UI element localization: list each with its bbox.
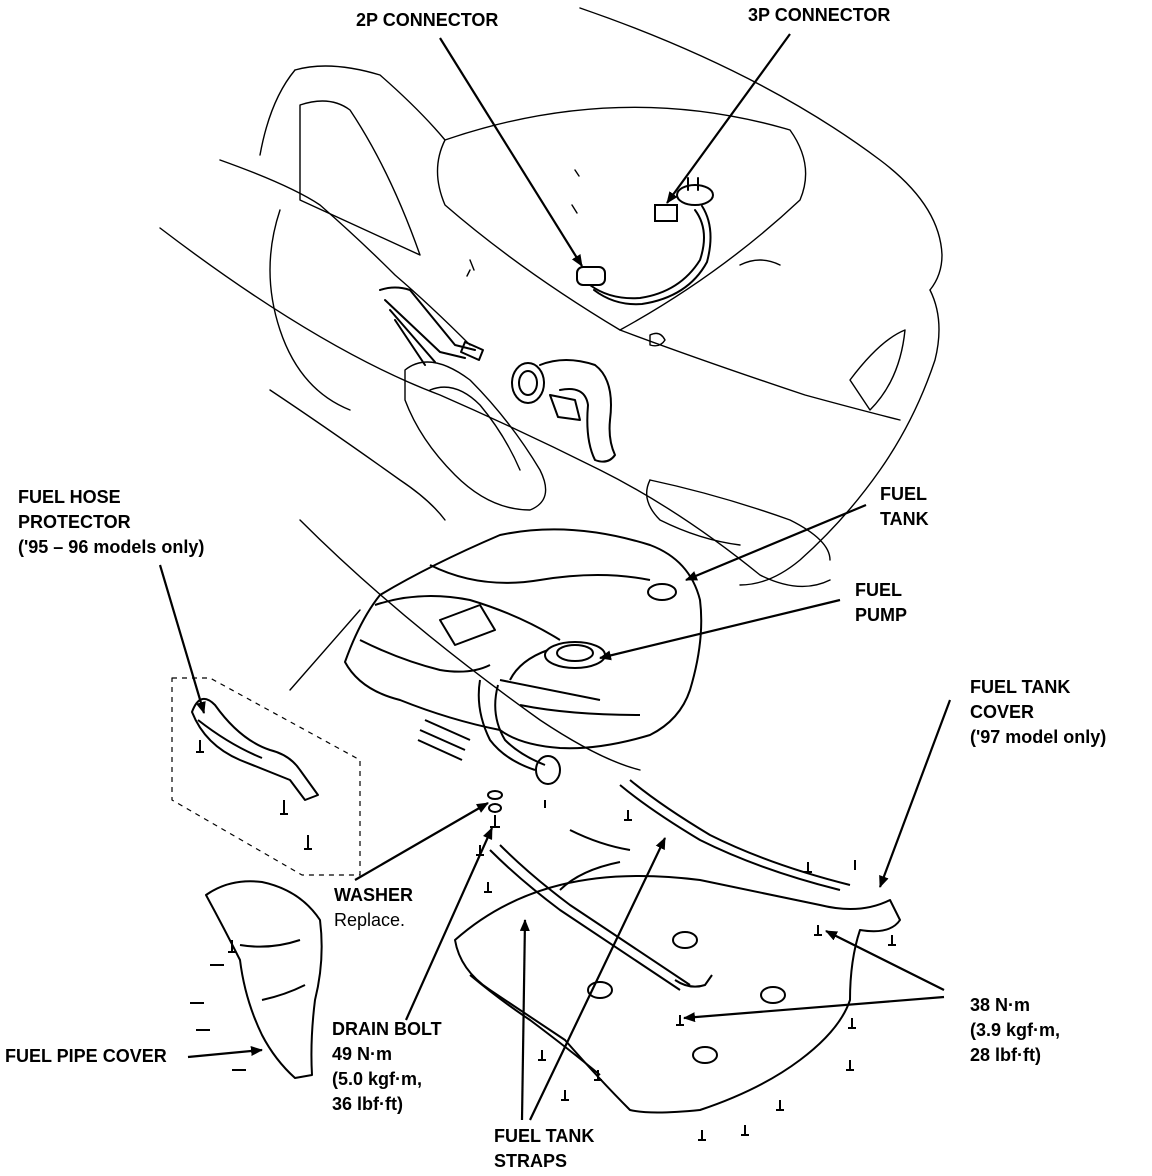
label-fuel-tank-cover: FUEL TANK COVER ('97 model only) xyxy=(970,677,1107,747)
car-body xyxy=(159,7,943,771)
label-washer: WASHER Replace. xyxy=(334,883,413,933)
label-3p-connector: 3P CONNECTOR xyxy=(748,5,891,25)
label-fuel-pump: FUEL PUMP xyxy=(855,580,908,625)
arrow-fuel-pipe-cover xyxy=(187,1046,263,1059)
bolts xyxy=(476,790,896,1141)
arrow-fuel-hose-protector xyxy=(158,564,206,714)
arrow-strap-left xyxy=(519,919,530,1121)
arrow-3p-connector xyxy=(666,33,791,204)
label-fuel-tank: FUEL TANK xyxy=(880,484,929,529)
fuel-pipe-cover xyxy=(190,880,323,1079)
label-fuel-hose-protector: FUEL HOSE PROTECTOR ('95 – 96 models onl… xyxy=(18,487,205,557)
arrow-washer xyxy=(354,802,489,881)
arrow-torque-lower xyxy=(683,995,945,1023)
arrow-fuel-pump xyxy=(599,598,841,661)
arrow-fuel-tank-cover xyxy=(878,699,952,888)
filler-neck-assembly xyxy=(379,286,616,463)
washer-note: Replace. xyxy=(334,910,406,930)
fuel-hose-protector xyxy=(171,677,361,876)
label-2p-connector: 2P CONNECTOR xyxy=(356,10,499,30)
fuel-tank xyxy=(344,528,703,785)
arrow-torque-upper xyxy=(825,930,945,991)
label-fuel-pipe-cover: FUEL PIPE COVER xyxy=(5,1046,167,1066)
arrow-fuel-tank xyxy=(685,503,867,582)
leader-arrows xyxy=(158,33,952,1121)
arrow-drain-bolt xyxy=(404,827,494,1021)
label-torque-38nm: 38 N·m (3.9 kgf·m, 28 lbf·ft) xyxy=(970,995,1061,1065)
label-drain-bolt: DRAIN BOLT 49 N·m (5.0 kgf·m, 36 lbf·ft) xyxy=(332,1019,442,1114)
arrow-2p-connector xyxy=(439,37,583,267)
label-fuel-tank-straps: FUEL TANK STRAPS xyxy=(494,1126,595,1171)
arrow-strap-right xyxy=(529,837,666,1121)
fuel-tank-cover xyxy=(454,779,901,1114)
connector-wiring xyxy=(576,177,714,306)
